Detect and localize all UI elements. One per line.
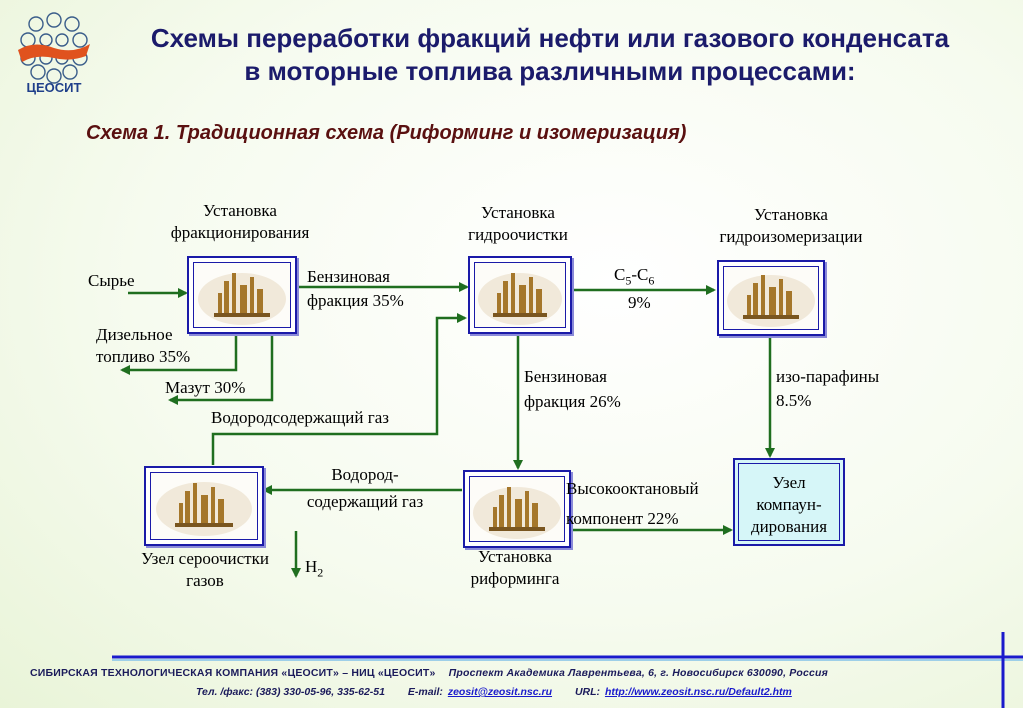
- compounding-line-2: компаун-: [756, 495, 822, 514]
- compounding-line-3: дирования: [750, 517, 828, 536]
- plant-illustration: [156, 482, 252, 536]
- footer-phone: Тел. /факс: (383) 330-05-96, 335-62-51: [196, 686, 385, 698]
- plant-illustration: [478, 273, 562, 325]
- reforming-unit-box: [463, 470, 571, 548]
- isomerization-unit-label: Установка гидроизомеризации: [719, 205, 863, 246]
- footer-address: Проспект Академика Лаврентьева, 6, г. Но…: [448, 667, 829, 679]
- gasoline-fraction-35-label: Бензиновая фракция 35%: [307, 267, 404, 310]
- title-line-1: Схемы переработки фракций нефти или газо…: [150, 23, 950, 53]
- footer-contact-line: Тел. /факс: (383) 330-05-96, 335-62-51 E…: [196, 686, 792, 698]
- scheme-subtitle: Схема 1. Традиционная схема (Риформинг и…: [86, 122, 687, 144]
- hydrotreating-unit-label: Установка гидроочистки: [468, 203, 568, 244]
- fuel-oil-label: Мазут 30%: [165, 378, 246, 397]
- ceosit-logo: ЦЕОСИТ: [18, 12, 90, 95]
- hydrotreating-unit-box: [468, 256, 572, 334]
- hydrogen-gas-2-label: Водород- содержащий газ: [306, 465, 424, 511]
- feed-label: Сырье: [88, 271, 135, 290]
- footer-company: СИБИРСКАЯ ТЕХНОЛОГИЧЕСКАЯ КОМПАНИЯ «ЦЕОС…: [30, 667, 436, 679]
- high-octane-label: Высокооктановый компонент 22%: [566, 479, 699, 528]
- c5-c6-label: C5-C6: [614, 265, 655, 288]
- isomerization-unit-box: [717, 260, 825, 336]
- plant-illustration: [198, 273, 286, 325]
- plant-illustration: [727, 275, 815, 327]
- fractionation-unit-label: Установка фракционирования: [170, 201, 310, 242]
- svg-text:ЦЕОСИТ: ЦЕОСИТ: [27, 80, 82, 95]
- arrow-fuel-oil: [168, 331, 274, 405]
- footer-email-link[interactable]: zeosit@zeosit.nsc.ru: [447, 686, 553, 698]
- h2-label: H2: [305, 557, 324, 580]
- gas-cleaning-unit-label: Узел сероочистки газов: [141, 549, 269, 590]
- title-line-2: в моторные топлива различными процессами…: [244, 56, 856, 86]
- compounding-line-1: Узел: [772, 473, 806, 492]
- c5-c6-percent-label: 9%: [628, 293, 651, 312]
- footer-company-line: СИБИРСКАЯ ТЕХНОЛОГИЧЕСКАЯ КОМПАНИЯ «ЦЕОС…: [30, 667, 1010, 679]
- compounding-unit-box: Узел компаун- дирования: [733, 458, 845, 546]
- diesel-label: Дизельное топливо 35%: [96, 325, 191, 366]
- gas-cleaning-unit-box: [144, 466, 264, 546]
- footer-url-label: URL:: [574, 686, 601, 698]
- arrow-hydrogen-gas: [211, 313, 467, 465]
- gasoline-fraction-26-label: Бензиновая фракция 26%: [524, 367, 621, 411]
- arrow-diesel: [120, 331, 238, 375]
- page-title: Схемы переработки фракций нефти или газо…: [100, 22, 1000, 88]
- isoparaffins-label: изо-парафины 8.5%: [776, 367, 880, 410]
- fractionation-unit-box: [187, 256, 297, 334]
- plant-illustration: [473, 487, 561, 539]
- hydrogen-gas-label: Водородсодержащий газ: [211, 408, 389, 427]
- footer-url-link[interactable]: http://www.zeosit.nsc.ru/Default2.htm: [604, 686, 792, 698]
- reforming-unit-label: Установка риформинга: [470, 547, 560, 588]
- footer-email-label: E-mail:: [407, 686, 443, 698]
